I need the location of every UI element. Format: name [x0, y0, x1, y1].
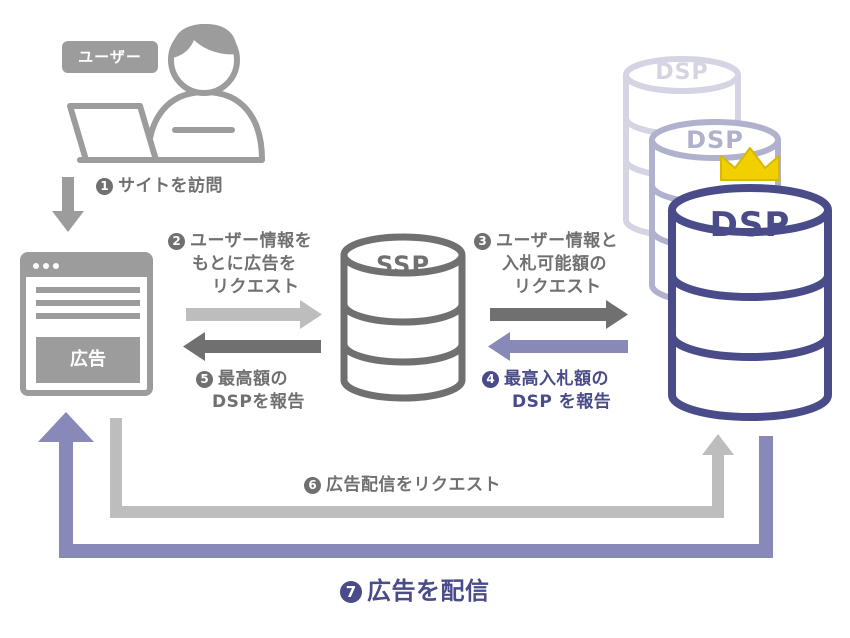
arrow-bid-request-to-dsp [490, 300, 628, 329]
ssp-label: SSP [375, 251, 431, 279]
step-3-line-3: リクエスト [514, 277, 602, 297]
step-4-number: 4 [482, 371, 499, 388]
step-5-line-2: DSPを報告 [212, 392, 305, 412]
ad-slot-label: 広告 [70, 349, 106, 370]
step-2-line-3: リクエスト [212, 277, 300, 297]
step-6-number: 6 [304, 477, 321, 494]
dsp-database-winner [668, 184, 832, 421]
step-5-number: 5 [196, 371, 213, 388]
dsp-label-winner: DSP [709, 205, 791, 245]
step-6-label: 6 広告配信をリクエスト [304, 474, 501, 496]
arrow-ad-delivery [38, 412, 773, 558]
step-3-label: 3 ユーザー情報と [474, 230, 618, 252]
step-7-text: 広告を配信 [367, 577, 490, 605]
arrow-delivery-request [110, 418, 734, 518]
step-5-label: 5 最高額の [196, 368, 288, 390]
step-3-line-2: 入札可能額の [502, 254, 607, 274]
step-2-number: 2 [168, 233, 185, 250]
step-2-line-2: もとに広告を [192, 254, 297, 274]
step-1-number: 1 [96, 178, 113, 195]
step-1-text: サイトを訪問 [118, 176, 223, 196]
step-3-number: 3 [474, 233, 491, 250]
arrow-bid-response-to-ssp [488, 332, 628, 361]
arrow-ad-request-to-ssp [186, 300, 322, 329]
step-6-text: 広告配信をリクエスト [326, 475, 501, 495]
user-label: ユーザー [62, 41, 158, 73]
ssp-database [340, 233, 466, 402]
browser-window [20, 252, 153, 396]
step-1-label: 1 サイトを訪問 [96, 175, 223, 197]
arrow-visit-site [52, 177, 84, 232]
step-2-label: 2 ユーザー情報を [168, 230, 312, 252]
crown-icon [720, 147, 780, 181]
user-illustration [67, 24, 265, 163]
dsp-label-middle: DSP [686, 126, 744, 154]
step-4-line-1: 最高入札額の [504, 369, 609, 389]
step-4-line-2: DSP を報告 [512, 392, 612, 412]
dsp-label-back: DSP [655, 60, 709, 85]
step-2-line-1: ユーザー情報を [190, 231, 313, 251]
step-5-line-1: 最高額の [218, 369, 288, 389]
step-7-number: 7 [340, 581, 362, 603]
step-3-line-1: ユーザー情報と [496, 231, 619, 251]
arrow-report-to-browser [183, 332, 321, 361]
step-4-label: 4 最高入札額の [482, 368, 609, 390]
